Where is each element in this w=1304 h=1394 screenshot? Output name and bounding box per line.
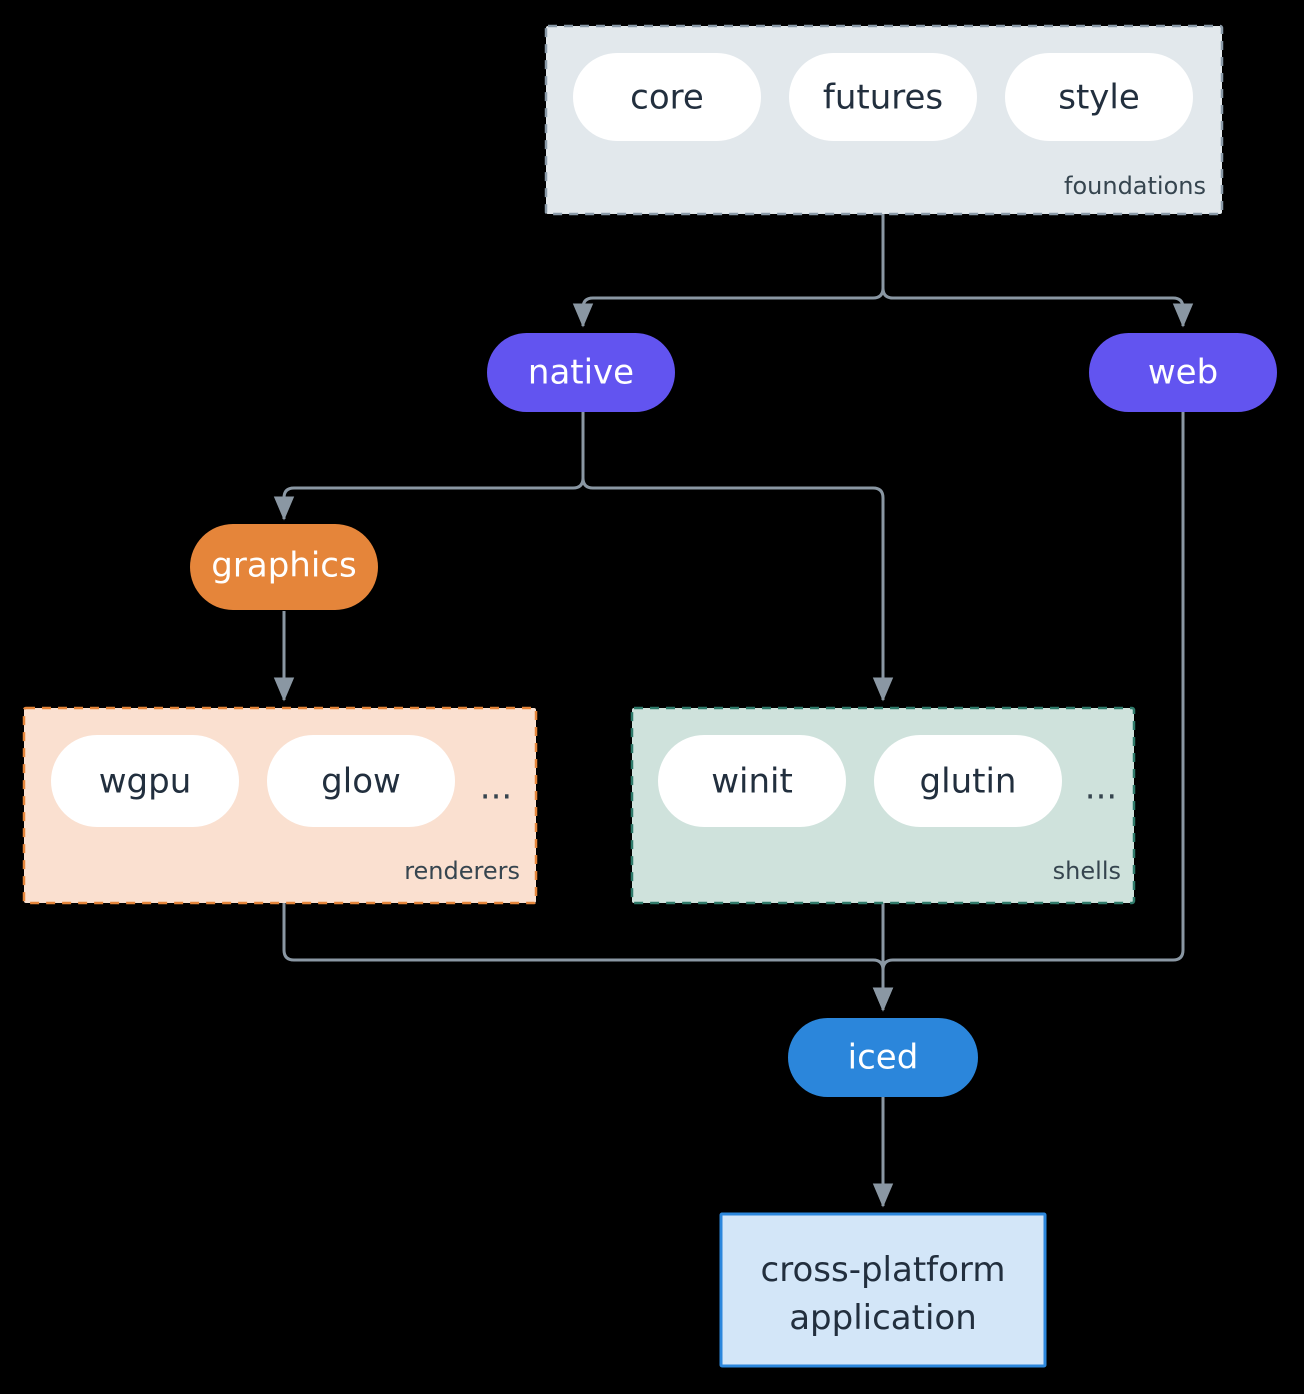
node-graphics-label: graphics bbox=[211, 546, 356, 586]
node-glutin-label: glutin bbox=[920, 762, 1017, 802]
node-glow-shape[interactable] bbox=[267, 735, 455, 827]
edge-renderers-iced bbox=[282, 903, 894, 1012]
shells-group-label: shells bbox=[1053, 857, 1121, 885]
node-glutin-shape[interactable] bbox=[874, 735, 1062, 827]
node-glow-label: glow bbox=[321, 762, 401, 802]
node-application-shape[interactable] bbox=[719, 1212, 1047, 1368]
node-style-label: style bbox=[1058, 78, 1140, 118]
renderers-ellipsis-label: ... bbox=[480, 768, 512, 808]
node-core-label: core bbox=[630, 78, 704, 118]
node-graphics-shape[interactable] bbox=[190, 524, 378, 610]
edge-foundations-web bbox=[881, 214, 1194, 328]
node-application-label-line2: application bbox=[789, 1298, 977, 1338]
node-core[interactable]: core bbox=[573, 53, 761, 141]
group-renderers: wgpu glow ... renderers bbox=[22, 706, 538, 905]
edges-layer bbox=[273, 214, 1194, 1208]
node-style[interactable]: style bbox=[1005, 53, 1193, 141]
node-application-label-line1: cross-platform bbox=[761, 1250, 1006, 1290]
group-shells: winit glutin ... shells bbox=[630, 706, 1136, 905]
node-futures-label: futures bbox=[823, 78, 943, 118]
node-iced[interactable]: iced bbox=[788, 1018, 978, 1097]
foundations-group-label: foundations bbox=[1064, 172, 1206, 200]
edge-native-graphics bbox=[273, 412, 585, 521]
shells-ellipsis-label: ... bbox=[1085, 768, 1117, 808]
node-iced-label: iced bbox=[848, 1038, 919, 1078]
node-native[interactable]: native bbox=[487, 333, 675, 412]
node-futures[interactable]: futures bbox=[789, 53, 977, 141]
node-winit-label: winit bbox=[711, 762, 793, 802]
node-application[interactable]: cross-platform application bbox=[719, 1212, 1047, 1368]
node-style-shape[interactable] bbox=[1005, 53, 1193, 141]
edge-web-iced bbox=[872, 412, 1185, 1012]
node-web-label: web bbox=[1148, 353, 1218, 393]
node-core-shape[interactable] bbox=[573, 53, 761, 141]
edge-foundations-native bbox=[572, 214, 885, 328]
node-wgpu[interactable]: wgpu bbox=[51, 735, 239, 827]
node-native-label: native bbox=[528, 353, 634, 393]
node-graphics[interactable]: graphics bbox=[190, 524, 378, 610]
node-web-shape[interactable] bbox=[1089, 333, 1277, 412]
node-glutin[interactable]: glutin bbox=[874, 735, 1062, 827]
node-futures-shape[interactable] bbox=[789, 53, 977, 141]
node-web[interactable]: web bbox=[1089, 333, 1277, 412]
node-winit[interactable]: winit bbox=[658, 735, 846, 827]
node-winit-shape[interactable] bbox=[658, 735, 846, 827]
group-foundations: core futures style foundations bbox=[544, 24, 1224, 216]
edge-native-shells bbox=[581, 412, 894, 702]
node-iced-shape[interactable] bbox=[788, 1018, 978, 1097]
node-wgpu-label: wgpu bbox=[99, 762, 192, 802]
renderers-group-label: renderers bbox=[404, 857, 520, 885]
node-native-shape[interactable] bbox=[487, 333, 675, 412]
node-glow[interactable]: glow bbox=[267, 735, 455, 827]
node-wgpu-shape[interactable] bbox=[51, 735, 239, 827]
